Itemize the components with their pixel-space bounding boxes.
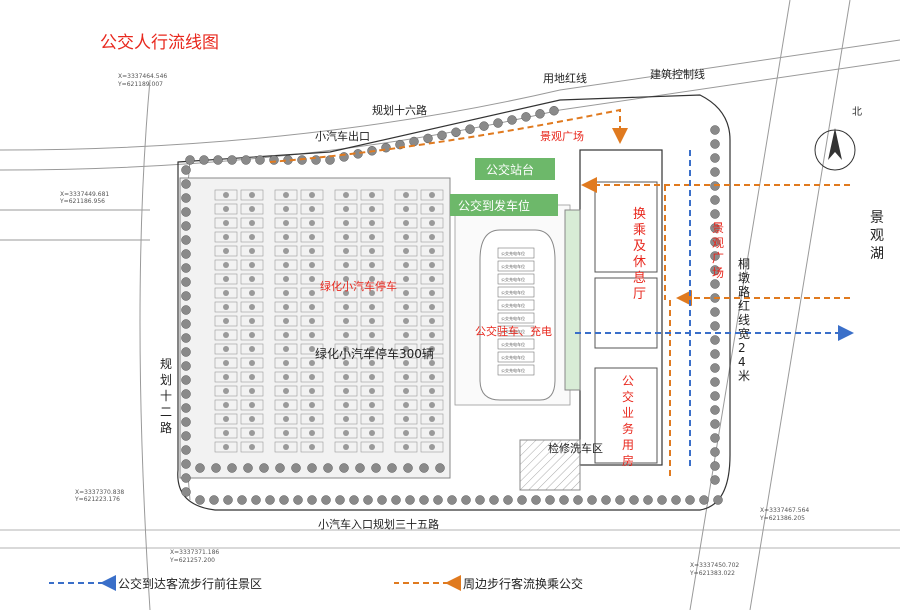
- svg-text:公: 公: [622, 374, 634, 388]
- svg-text:Y=621383.022: Y=621383.022: [689, 570, 735, 577]
- svg-text:休: 休: [633, 255, 646, 270]
- svg-text:房: 房: [622, 453, 634, 468]
- parking-300-label: 绿化小汽车停车300辆: [315, 346, 434, 361]
- svg-text:观: 观: [870, 228, 884, 244]
- svg-text:公交充电车位: 公交充电车位: [501, 354, 525, 360]
- svg-text:公交充电车位: 公交充电车位: [501, 328, 525, 334]
- north-arrow: 北: [814, 106, 862, 171]
- bus-departure-box: [450, 194, 558, 216]
- svg-text:公交充电车位: 公交充电车位: [501, 341, 525, 347]
- legend-orange-label: 周边步行客流换乘公交: [463, 576, 583, 591]
- svg-text:桐: 桐: [738, 257, 750, 271]
- maintenance-area: [519, 439, 581, 491]
- svg-text:广: 广: [712, 251, 724, 265]
- svg-text:十: 十: [160, 389, 172, 403]
- svg-text:墩: 墩: [738, 271, 750, 285]
- svg-text:Y=621223.176: Y=621223.176: [74, 496, 120, 503]
- bus-slots: 公交充电车位公交充电车位公交充电车位公交充电车位公交充电车位公交充电车位公交充电…: [497, 247, 535, 376]
- svg-text:X=3337464.546: X=3337464.546: [118, 73, 167, 80]
- svg-text:Y=621186.956: Y=621186.956: [59, 198, 105, 205]
- svg-text:Y=621257.200: Y=621257.200: [169, 557, 215, 564]
- lounge: [594, 277, 658, 349]
- plaza-side-label: 景观广场: [712, 221, 724, 280]
- svg-text:X=3337467.564: X=3337467.564: [760, 507, 809, 514]
- svg-text:红: 红: [738, 298, 750, 313]
- svg-text:4: 4: [738, 355, 746, 369]
- blue-flow-lines: [575, 150, 854, 470]
- svg-text:公交充电车位: 公交充电车位: [501, 263, 525, 269]
- svg-text:路: 路: [160, 420, 172, 435]
- svg-text:2: 2: [738, 341, 746, 355]
- svg-text:厅: 厅: [633, 287, 646, 302]
- coordinate-notes: X=3337464.546 Y=621189.007 X=3337449.681…: [59, 73, 809, 577]
- svg-text:线: 线: [738, 313, 750, 327]
- bus-office: [594, 367, 658, 464]
- svg-text:息: 息: [633, 270, 646, 286]
- map-title: 公交人行流线图: [100, 33, 219, 53]
- svg-text:交: 交: [622, 389, 634, 404]
- svg-text:规: 规: [160, 356, 172, 371]
- svg-text:Y=621189.007: Y=621189.007: [117, 81, 163, 88]
- lake-label: 景观湖: [870, 210, 884, 262]
- legend-blue-label: 公交到达客流步行前往景区: [118, 576, 262, 591]
- svg-text:X=3337370.838: X=3337370.838: [75, 489, 124, 496]
- bus-stop-box: [475, 158, 555, 180]
- orange-flow-lines: [269, 108, 850, 480]
- svg-text:场: 场: [712, 266, 724, 280]
- bus-stop-label: 公交站台: [486, 162, 534, 177]
- svg-text:公交充电车位: 公交充电车位: [501, 250, 525, 256]
- svg-text:公交充电车位: 公交充电车位: [501, 367, 525, 373]
- svg-text:及: 及: [633, 239, 646, 254]
- svg-text:公交充电车位: 公交充电车位: [501, 276, 525, 282]
- canopy: [564, 209, 581, 391]
- bus-charging-label: 公交驻车、充电: [475, 324, 552, 338]
- car-exit-label: 小汽车出口: [315, 129, 370, 143]
- road-south-label: 小汽车入口规划三十五路: [318, 517, 439, 531]
- svg-text:公交充电车位: 公交充电车位: [501, 315, 525, 321]
- svg-text:业: 业: [622, 406, 634, 420]
- svg-text:X=3337371.186: X=3337371.186: [170, 549, 219, 556]
- svg-text:二: 二: [160, 405, 172, 419]
- svg-text:宽: 宽: [738, 326, 750, 341]
- road-north-label: 规划十六路: [372, 103, 427, 117]
- svg-text:乘: 乘: [633, 223, 646, 238]
- svg-text:湖: 湖: [870, 246, 884, 262]
- legend: 公交到达客流步行前往景区 周边步行客流换乘公交: [49, 575, 583, 591]
- tree-cluster: [181, 105, 723, 505]
- svg-text:路: 路: [738, 284, 750, 299]
- transfer-hall: [594, 181, 658, 273]
- svg-text:X=3337449.681: X=3337449.681: [60, 191, 109, 198]
- bus-departure-label: 公交到发车位: [458, 198, 530, 213]
- svg-text:景: 景: [712, 221, 724, 235]
- svg-text:务: 务: [622, 421, 634, 436]
- parking-grid: [214, 189, 444, 453]
- site-red-line-label: 用地红线: [543, 71, 587, 85]
- svg-text:北: 北: [852, 106, 862, 118]
- svg-text:景: 景: [870, 210, 884, 226]
- svg-text:X=3337450.702: X=3337450.702: [690, 562, 739, 569]
- svg-text:观: 观: [712, 236, 724, 250]
- svg-text:公交充电车位: 公交充电车位: [501, 302, 525, 308]
- svg-text:划: 划: [160, 373, 172, 387]
- svg-text:用: 用: [622, 438, 634, 452]
- svg-text:公交充电车位: 公交充电车位: [501, 289, 525, 295]
- parking-green-label: 绿化小汽车停车: [320, 279, 397, 293]
- svg-text:换: 换: [633, 207, 646, 222]
- control-line-label: 建筑控制线: [650, 67, 705, 81]
- svg-text:米: 米: [738, 369, 750, 383]
- svg-text:Y=621386.205: Y=621386.205: [759, 515, 805, 522]
- maintenance-label: 检修洗车区: [548, 441, 603, 455]
- plaza-top-label: 景观广场: [540, 129, 584, 143]
